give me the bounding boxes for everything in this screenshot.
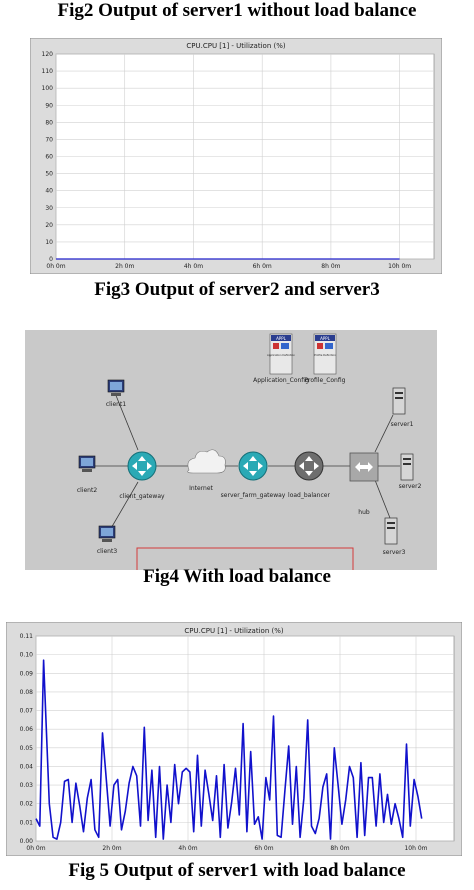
x-tick-label: 2h 0m xyxy=(102,845,121,852)
server3-label: server3 xyxy=(383,549,406,556)
diagram-background xyxy=(25,330,437,570)
server1-icon xyxy=(392,387,406,415)
cpu-utilization-chart-server1-no-lb: CPU.CPU [1] - Utilization (%) 0 10 20 30 40 5… xyxy=(30,38,442,274)
network-links xyxy=(88,392,400,531)
y-tick-label: 0.06 xyxy=(20,726,34,733)
router-icon xyxy=(127,451,157,481)
server1-label: server1 xyxy=(391,421,414,428)
caption-fig3: Fig3 Output of server2 and server3 xyxy=(94,279,380,300)
internet-cloud: Internet xyxy=(187,449,226,492)
x-tick-label: 10h 0m xyxy=(404,845,427,852)
y-tick-label: 0.01 xyxy=(20,819,34,826)
app-config-label: Application_Config xyxy=(253,377,309,384)
client3-label: client3 xyxy=(97,548,117,555)
y-tick-label: 120 xyxy=(42,51,54,58)
app-config-tag: APPL xyxy=(276,336,287,341)
selection-box xyxy=(136,547,354,570)
client2-label: client2 xyxy=(77,487,97,494)
cpu-utilization-chart-server1-with-lb: CPU.CPU [1] - Utilization (%) 0.00 0.01 0.… xyxy=(6,622,462,856)
y-tick-label: 0.08 xyxy=(20,689,34,696)
client2-node: client2 xyxy=(77,455,97,494)
cloud-icon xyxy=(187,449,226,474)
caption-fig5: Fig 5 Output of server1 with load balanc… xyxy=(68,860,406,881)
server2-node: server2 xyxy=(399,453,422,490)
y-tick-label: 10 xyxy=(45,239,53,246)
y-tick-label: 0.07 xyxy=(20,708,34,715)
caption-fig4: Fig4 With load balance xyxy=(143,566,331,587)
y-tick-label: 0.02 xyxy=(20,801,34,808)
caption-fig2: Fig2 Output of server1 without load bala… xyxy=(57,0,417,21)
y-tick-label: 40 xyxy=(45,188,53,195)
router-icon xyxy=(238,451,268,481)
app-config-definition-label: Application Definition xyxy=(267,353,295,357)
load-balancer-icon xyxy=(294,451,324,481)
application-config-node: APPL Application Definition Application_… xyxy=(253,333,309,384)
profile-config-tag: APPL xyxy=(320,336,331,341)
server3-node: server3 xyxy=(383,517,406,556)
client1-node: client1 xyxy=(106,379,126,408)
series-line xyxy=(35,659,423,840)
client3-node: client3 xyxy=(97,525,117,555)
hub-node: hub xyxy=(349,452,379,516)
chart-title: CPU.CPU [1] - Utilization (%) xyxy=(186,42,285,50)
server1-node: server1 xyxy=(391,387,414,428)
y-tick-label: 50 xyxy=(45,171,53,178)
y-tick-label: 0.04 xyxy=(20,763,34,770)
internet-label: Internet xyxy=(189,485,213,492)
y-tick-label: 0.00 xyxy=(20,838,34,845)
y-tick-label: 60 xyxy=(45,154,53,161)
y-tick-label: 80 xyxy=(45,119,53,126)
server-farm-gateway-router: server_farm_gateway xyxy=(221,451,286,499)
profile-config-label: Profile_Config xyxy=(305,377,346,384)
client-gateway-label: client_gateway xyxy=(119,493,165,500)
server3-icon xyxy=(384,517,398,545)
x-tick-label: 2h 0m xyxy=(115,263,134,270)
x-tick-label: 4h 0m xyxy=(184,263,203,270)
client-gateway-router: client_gateway xyxy=(119,451,165,500)
y-tick-label: 100 xyxy=(42,85,54,92)
client1-label: client1 xyxy=(106,401,126,408)
x-tick-label: 4h 0m xyxy=(178,845,197,852)
y-tick-label: 0.05 xyxy=(20,745,34,752)
profile-config-node: APPL Profile Definition Profile_Config xyxy=(305,333,346,384)
y-tick-label: 0 xyxy=(49,256,53,263)
load-balancer-node: load_balancer xyxy=(288,451,330,499)
y-tick-label: 0.03 xyxy=(20,782,34,789)
network-topology-diagram: APPL Application Definition Application_… xyxy=(25,330,437,570)
x-tick-label: 10h 0m xyxy=(388,263,411,270)
x-tick-label: 0h 0m xyxy=(46,263,65,270)
y-tick-label: 0.11 xyxy=(20,633,34,640)
y-tick-label: 90 xyxy=(45,102,53,109)
y-tick-label: 110 xyxy=(42,68,54,75)
y-tick-label: 0.09 xyxy=(20,670,34,677)
x-tick-label: 8h 0m xyxy=(321,263,340,270)
plot-area xyxy=(35,635,455,842)
x-tick-label: 6h 0m xyxy=(254,845,273,852)
hub-label: hub xyxy=(358,509,370,516)
chart-title: CPU.CPU [1] - Utilization (%) xyxy=(184,627,283,635)
x-tick-label: 8h 0m xyxy=(330,845,349,852)
x-tick-label: 0h 0m xyxy=(26,845,45,852)
y-tick-label: 30 xyxy=(45,205,53,212)
server-farm-gateway-label: server_farm_gateway xyxy=(221,492,286,499)
profile-config-definition-label: Profile Definition xyxy=(314,353,336,357)
y-tick-label: 0.10 xyxy=(20,652,34,659)
server2-icon xyxy=(400,453,414,481)
y-tick-label: 70 xyxy=(45,136,53,143)
x-tick-label: 6h 0m xyxy=(253,263,272,270)
y-tick-label: 20 xyxy=(45,222,53,229)
server2-label: server2 xyxy=(399,483,422,490)
load-balancer-label: load_balancer xyxy=(288,492,330,499)
